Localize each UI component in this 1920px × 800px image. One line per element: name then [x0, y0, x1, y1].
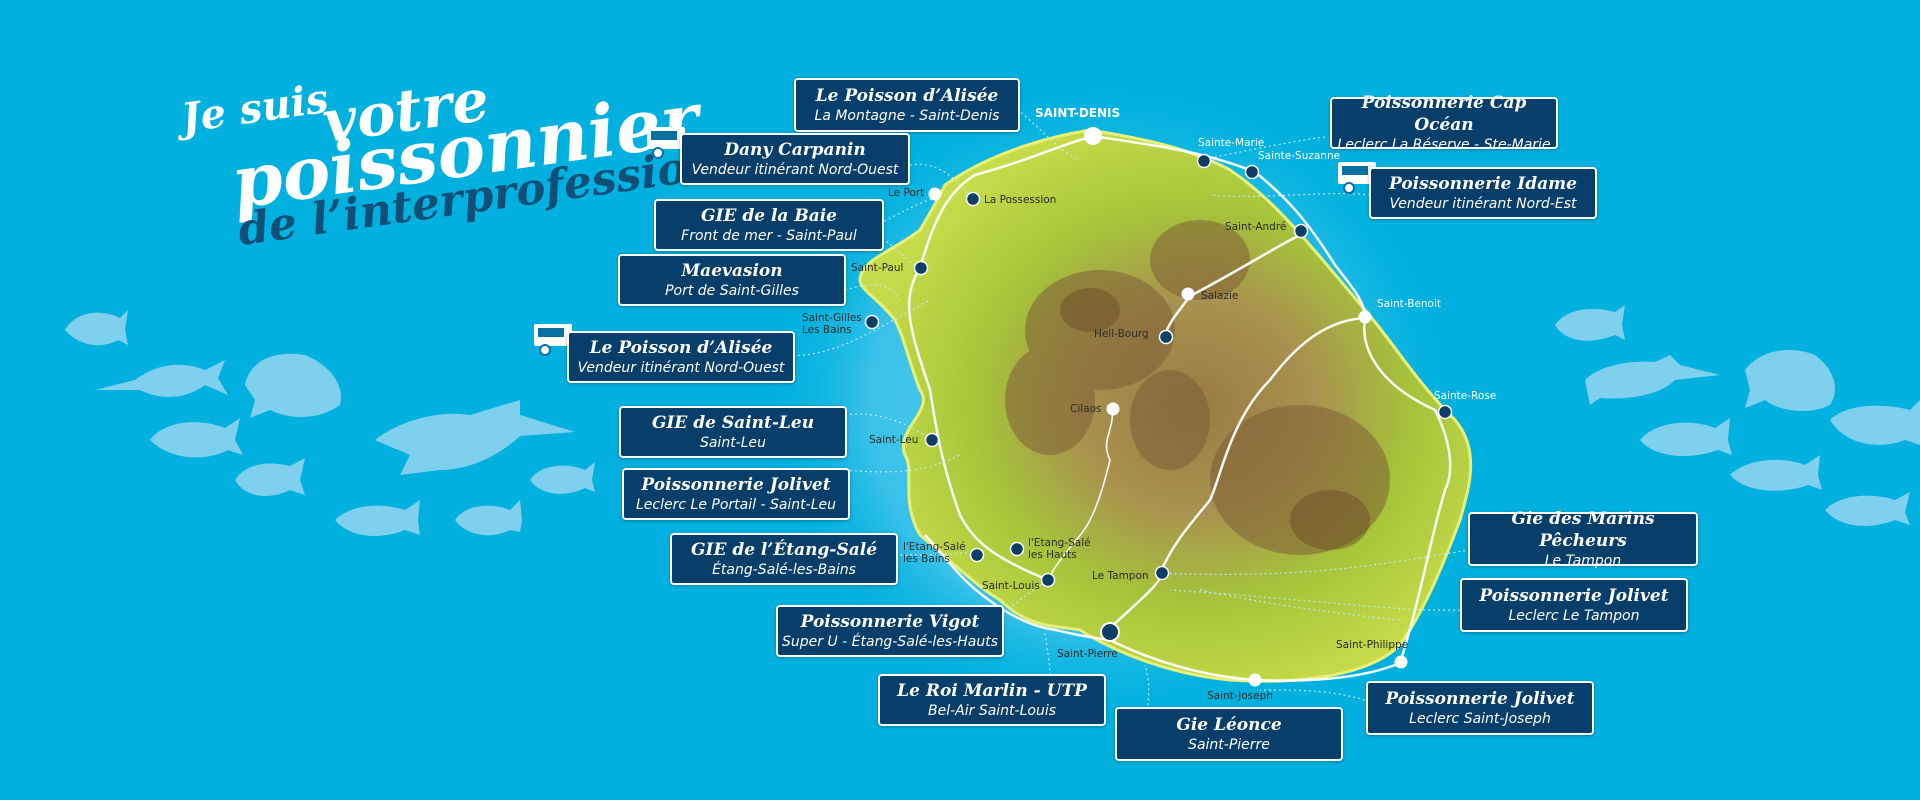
- vendor-name: Poissonnerie Vigot: [800, 611, 980, 632]
- marlin-icon: [1585, 355, 1720, 405]
- fish-silhouette-icon: [235, 458, 305, 496]
- vendor-name: Dany Carpanin: [724, 139, 866, 160]
- vendor-location: Étang-Salé-les-Bains: [712, 561, 856, 578]
- fish-silhouette-icon: [65, 310, 128, 346]
- vendor-name: Gie Léonce: [1176, 714, 1282, 735]
- fish-silhouette-icon: [1730, 455, 1822, 491]
- vendor-name: Poissonnerie Jolivet: [1385, 688, 1575, 709]
- town-label-le-port: Le Port: [888, 187, 925, 199]
- town-label-cilaos: Cilaos: [1070, 403, 1102, 415]
- vendor-name: Poissonnerie Jolivet: [641, 474, 831, 495]
- town-label-saint-gilles: Saint-Gilles Les Bains: [802, 312, 862, 336]
- marlin-icon: [95, 360, 228, 397]
- vendor-name: Poissonnerie Idame: [1389, 173, 1577, 194]
- fish-school-right: [1555, 305, 1920, 526]
- vendor-name: GIE de l’Étang-Salé: [690, 539, 878, 560]
- vendor-name: Poissonnerie Jolivet: [1479, 585, 1669, 606]
- vendor-name: Le Poisson d’Alisée: [815, 85, 999, 106]
- fish-silhouette-icon: [1830, 400, 1920, 445]
- fish-silhouette-icon: [530, 462, 595, 494]
- vendor-card[interactable]: Poissonnerie Jolivet Leclerc Le Tampon: [1460, 578, 1688, 632]
- town-label-salazie: Salazie: [1201, 290, 1239, 302]
- fish-silhouette-icon: [1745, 350, 1835, 412]
- vendor-name: GIE de la Baie: [700, 205, 838, 226]
- vendor-location: Leclerc Saint-Joseph: [1409, 710, 1551, 727]
- vendor-location: Vendeur itinérant Nord-Est: [1389, 195, 1577, 212]
- vendor-location: Saint-Leu: [699, 434, 767, 451]
- vendor-name: GIE de Saint-Leu: [651, 412, 815, 433]
- vendor-location: Front de mer - Saint-Paul: [681, 227, 857, 244]
- vendor-card[interactable]: Le Poisson d’Alisée La Montagne - Saint-…: [794, 78, 1020, 132]
- vendor-card[interactable]: Le Poisson d’Alisée Vendeur itinérant No…: [567, 331, 795, 383]
- vendor-location: Leclerc Le Tampon: [1508, 607, 1640, 624]
- town-label-saint-denis: SAINT-DENIS: [1035, 106, 1121, 120]
- vendor-location: Port de Saint-Gilles: [665, 282, 799, 299]
- fish-silhouette-icon: [455, 500, 522, 536]
- vendor-location: Bel-Air Saint-Louis: [927, 702, 1057, 719]
- vendor-card[interactable]: Poissonnerie Cap Océan Leclerc La Réserv…: [1330, 93, 1558, 153]
- vendor-card[interactable]: Gie des Marins Pêcheurs Le Tampon: [1468, 509, 1698, 569]
- vendor-location: Vendeur itinérant Nord-Ouest: [691, 161, 899, 178]
- town-label-sainte-marie: Sainte-Marie: [1198, 137, 1265, 149]
- vendor-card[interactable]: Maevasion Port de Saint-Gilles: [618, 254, 846, 306]
- fish-silhouette-icon: [335, 500, 420, 536]
- vendor-name: Le Roi Marlin - UTP: [897, 680, 1087, 701]
- fish-silhouette-icon: [1555, 305, 1625, 341]
- town-label-saint-paul: Saint-Paul: [851, 262, 904, 274]
- vendor-card[interactable]: GIE de l’Étang-Salé Étang-Salé-les-Bains: [670, 533, 898, 585]
- vendor-name: Maevasion: [681, 260, 783, 281]
- town-label-saint-andre: Saint-André: [1225, 221, 1287, 233]
- vendor-card[interactable]: Poissonnerie Idame Vendeur itinérant Nor…: [1369, 167, 1597, 219]
- town-label-hell-bourg: Hell-Bourg: [1094, 328, 1149, 340]
- town-label-saint-philippe: Saint-Philippe: [1336, 639, 1409, 651]
- marlin-icon: [375, 400, 575, 475]
- town-label-saint-pierre: Saint-Pierre: [1057, 648, 1118, 660]
- vendor-location: Super U - Étang-Salé-les-Hauts: [781, 633, 999, 650]
- vendor-card[interactable]: GIE de Saint-Leu Saint-Leu: [619, 406, 847, 458]
- roads: [907, 134, 1452, 682]
- vendor-card[interactable]: Dany Carpanin Vendeur itinérant Nord-Oue…: [680, 133, 910, 185]
- vendor-card[interactable]: Poissonnerie Jolivet Leclerc Saint-Josep…: [1366, 681, 1594, 735]
- fish-school-left: [65, 310, 595, 536]
- vendor-card[interactable]: GIE de la Baie Front de mer - Saint-Paul: [654, 199, 884, 251]
- town-label-saint-joseph: Saint-Joseph: [1207, 690, 1273, 702]
- town-label-sainte-suzanne: Sainte-Suzanne: [1258, 150, 1341, 162]
- fish-silhouette-icon: [1640, 418, 1732, 456]
- vendor-name: Gie des Marins Pêcheurs: [1511, 508, 1655, 551]
- vendor-name: Poissonnerie Cap Océan: [1361, 92, 1527, 135]
- town-label-etang-sale-bains: l'Etang-Salé les Bains: [903, 541, 966, 565]
- town-label-sainte-rose: Sainte-Rose: [1434, 390, 1497, 402]
- town-label-saint-benoit: Saint-Benoit: [1377, 298, 1441, 310]
- fish-silhouette-icon: [150, 418, 243, 458]
- vendor-location: Vendeur itinérant Nord-Ouest: [577, 359, 785, 376]
- vendor-location: Leclerc La Réserve - Ste-Marie: [1337, 136, 1551, 153]
- town-label-saint-louis: Saint-Louis: [982, 580, 1040, 592]
- vendor-card[interactable]: Gie Léonce Saint-Pierre: [1115, 707, 1343, 761]
- vendor-card[interactable]: Le Roi Marlin - UTP Bel-Air Saint-Louis: [878, 674, 1106, 726]
- vendor-location: Saint-Pierre: [1188, 736, 1270, 753]
- vendor-card[interactable]: Poissonnerie Vigot Super U - Étang-Salé-…: [776, 605, 1004, 657]
- fish-silhouette-icon: [245, 353, 341, 418]
- vendor-name: Le Poisson d’Alisée: [589, 337, 773, 358]
- vendor-location: Le Tampon: [1544, 552, 1622, 569]
- vendor-card[interactable]: Poissonnerie Jolivet Leclerc Le Portail …: [622, 468, 850, 520]
- town-label-saint-leu: Saint-Leu: [869, 434, 919, 446]
- town-label-la-possession: La Possession: [984, 194, 1057, 206]
- town-label-etang-sale-hauts: l'Etang-Salé les Hauts: [1028, 537, 1091, 561]
- fish-silhouette-icon: [1825, 492, 1910, 526]
- vendor-location: La Montagne - Saint-Denis: [814, 107, 1000, 124]
- town-markers: [864, 127, 1453, 687]
- vendor-location: Leclerc Le Portail - Saint-Leu: [636, 496, 836, 513]
- town-label-le-tampon: Le Tampon: [1092, 570, 1149, 582]
